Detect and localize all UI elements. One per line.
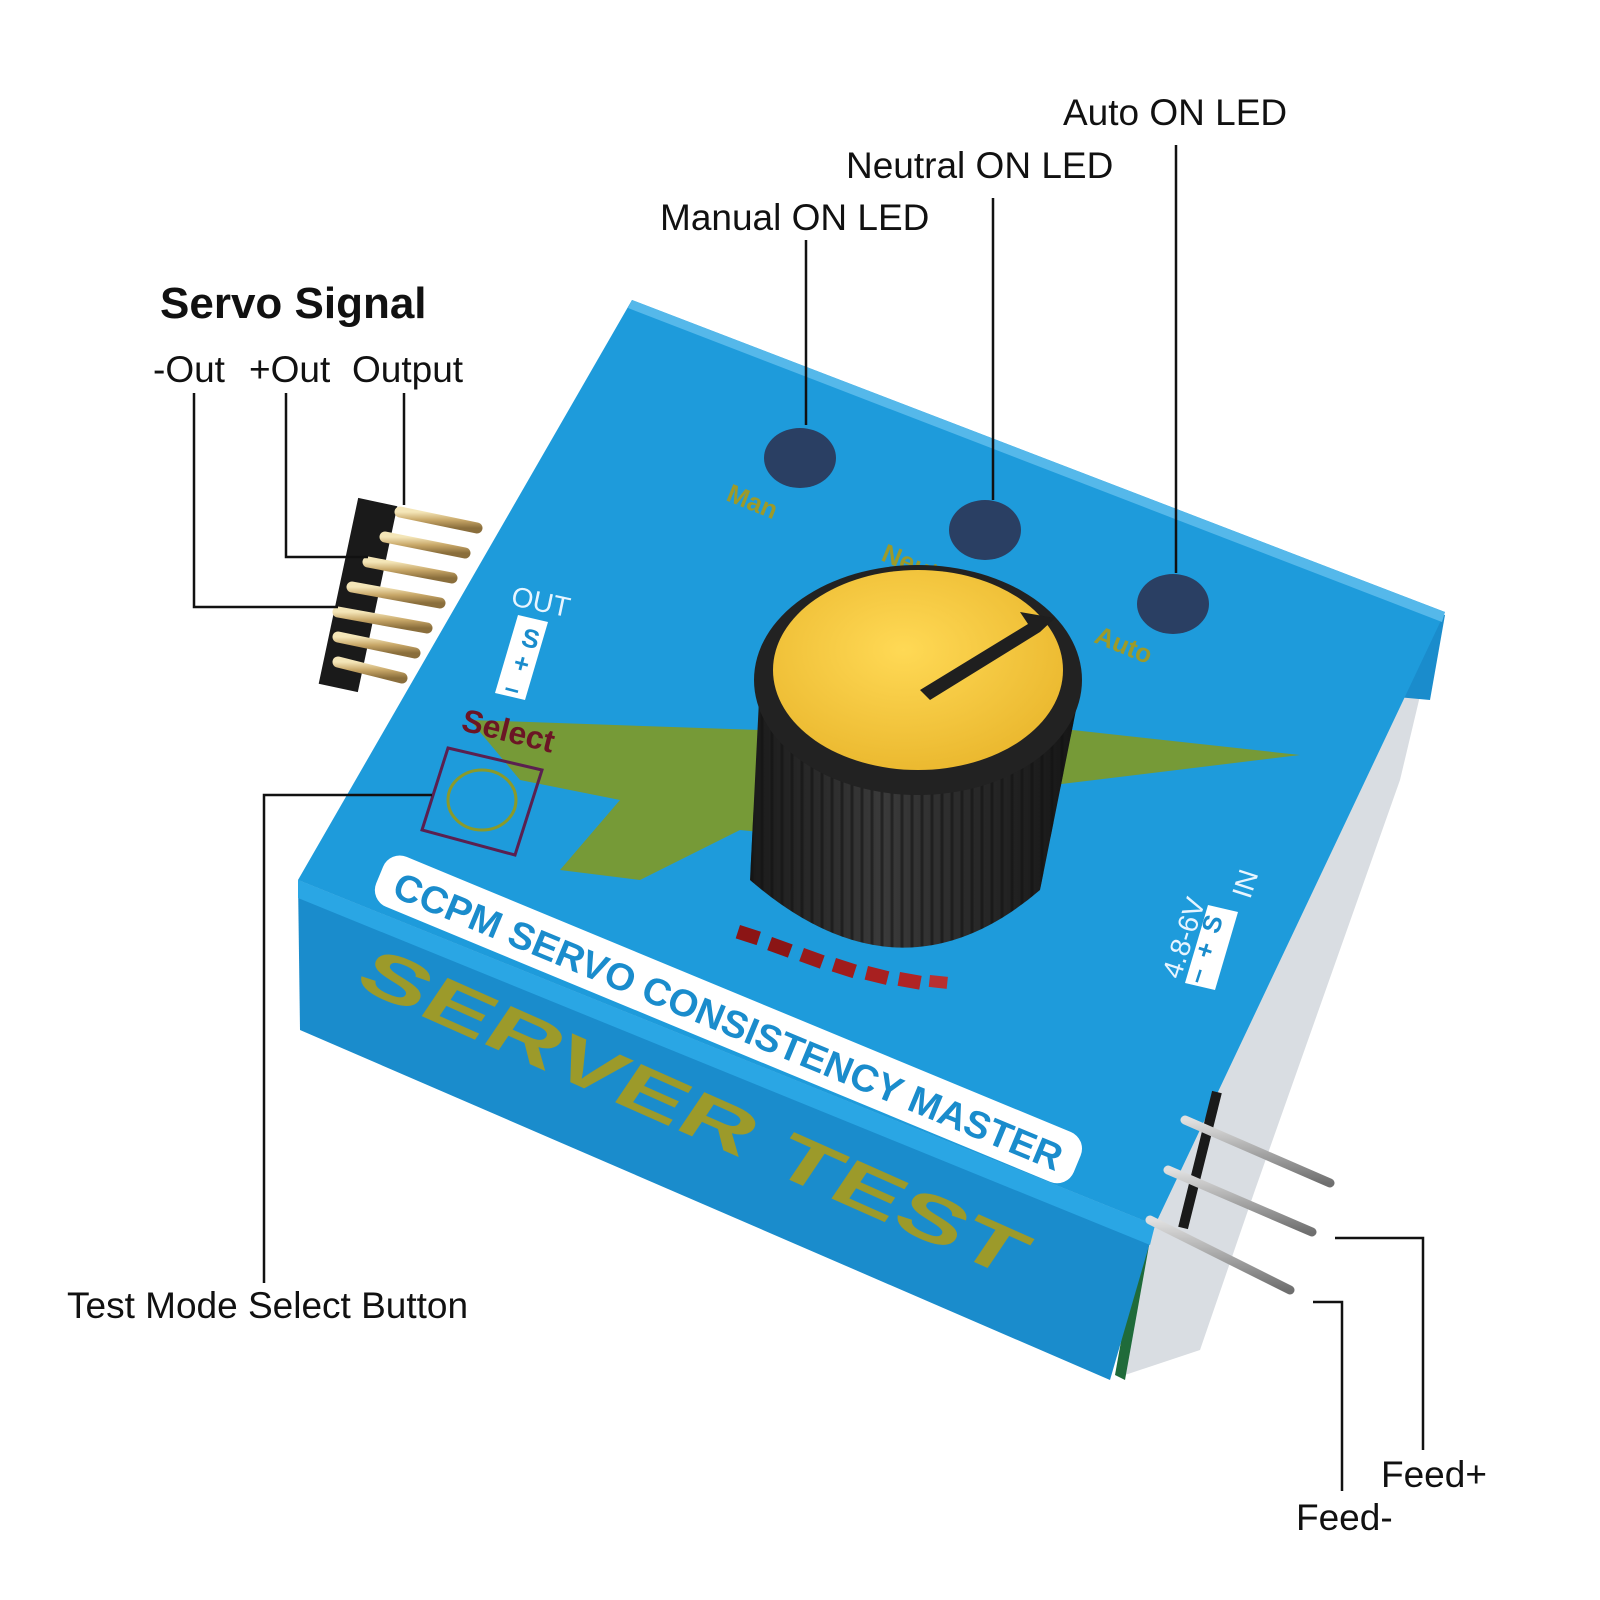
leader-select-button	[262, 793, 432, 1283]
output-callout: Output	[352, 349, 464, 390]
out-plus-callout: +Out	[249, 349, 331, 390]
right-input-pins	[1145, 1090, 1335, 1295]
knob-scale-marks	[735, 925, 948, 990]
led-auto	[1137, 574, 1209, 634]
out-label-strip	[495, 615, 548, 700]
device-front-face	[298, 880, 1155, 1380]
leader-out-plus	[284, 393, 368, 559]
in-label-strip	[1185, 905, 1238, 990]
potentiometer-knob[interactable]	[750, 565, 1082, 948]
out-pin-labels: OUT S + –	[495, 581, 573, 705]
device-front-edge	[298, 880, 1155, 1245]
led-man	[764, 428, 836, 488]
leader-out-minus	[192, 393, 338, 609]
left-header-pins	[318, 497, 483, 693]
select-button-callout: Test Mode Select Button	[67, 1285, 468, 1326]
manual-led-callout: Manual ON LED	[660, 197, 929, 238]
out-minus-callout: -Out	[153, 349, 226, 390]
feed-plus-callout: Feed+	[1381, 1454, 1487, 1495]
device-top-edge	[628, 300, 1445, 622]
leader-lines	[192, 145, 1425, 1491]
servo-signal-title: Servo Signal	[160, 279, 427, 328]
leader-feed-plus	[1335, 1236, 1425, 1450]
neutral-led-callout: Neutral ON LED	[846, 145, 1113, 186]
auto-led-callout: Auto ON LED	[1063, 92, 1287, 133]
banner-background	[374, 855, 1083, 1184]
knob-pointer	[920, 612, 1055, 700]
leader-feed-minus	[1313, 1300, 1344, 1491]
callout-labels: Servo Signal -Out +Out Output Manual ON …	[67, 92, 1487, 1538]
out-plus-label: +	[510, 647, 532, 680]
select-button[interactable]	[446, 768, 518, 832]
feed-minus-callout: Feed-	[1296, 1497, 1393, 1538]
select-button-frame	[420, 746, 544, 857]
knob-cap-top[interactable]	[773, 570, 1063, 770]
led-neutral	[949, 500, 1021, 560]
